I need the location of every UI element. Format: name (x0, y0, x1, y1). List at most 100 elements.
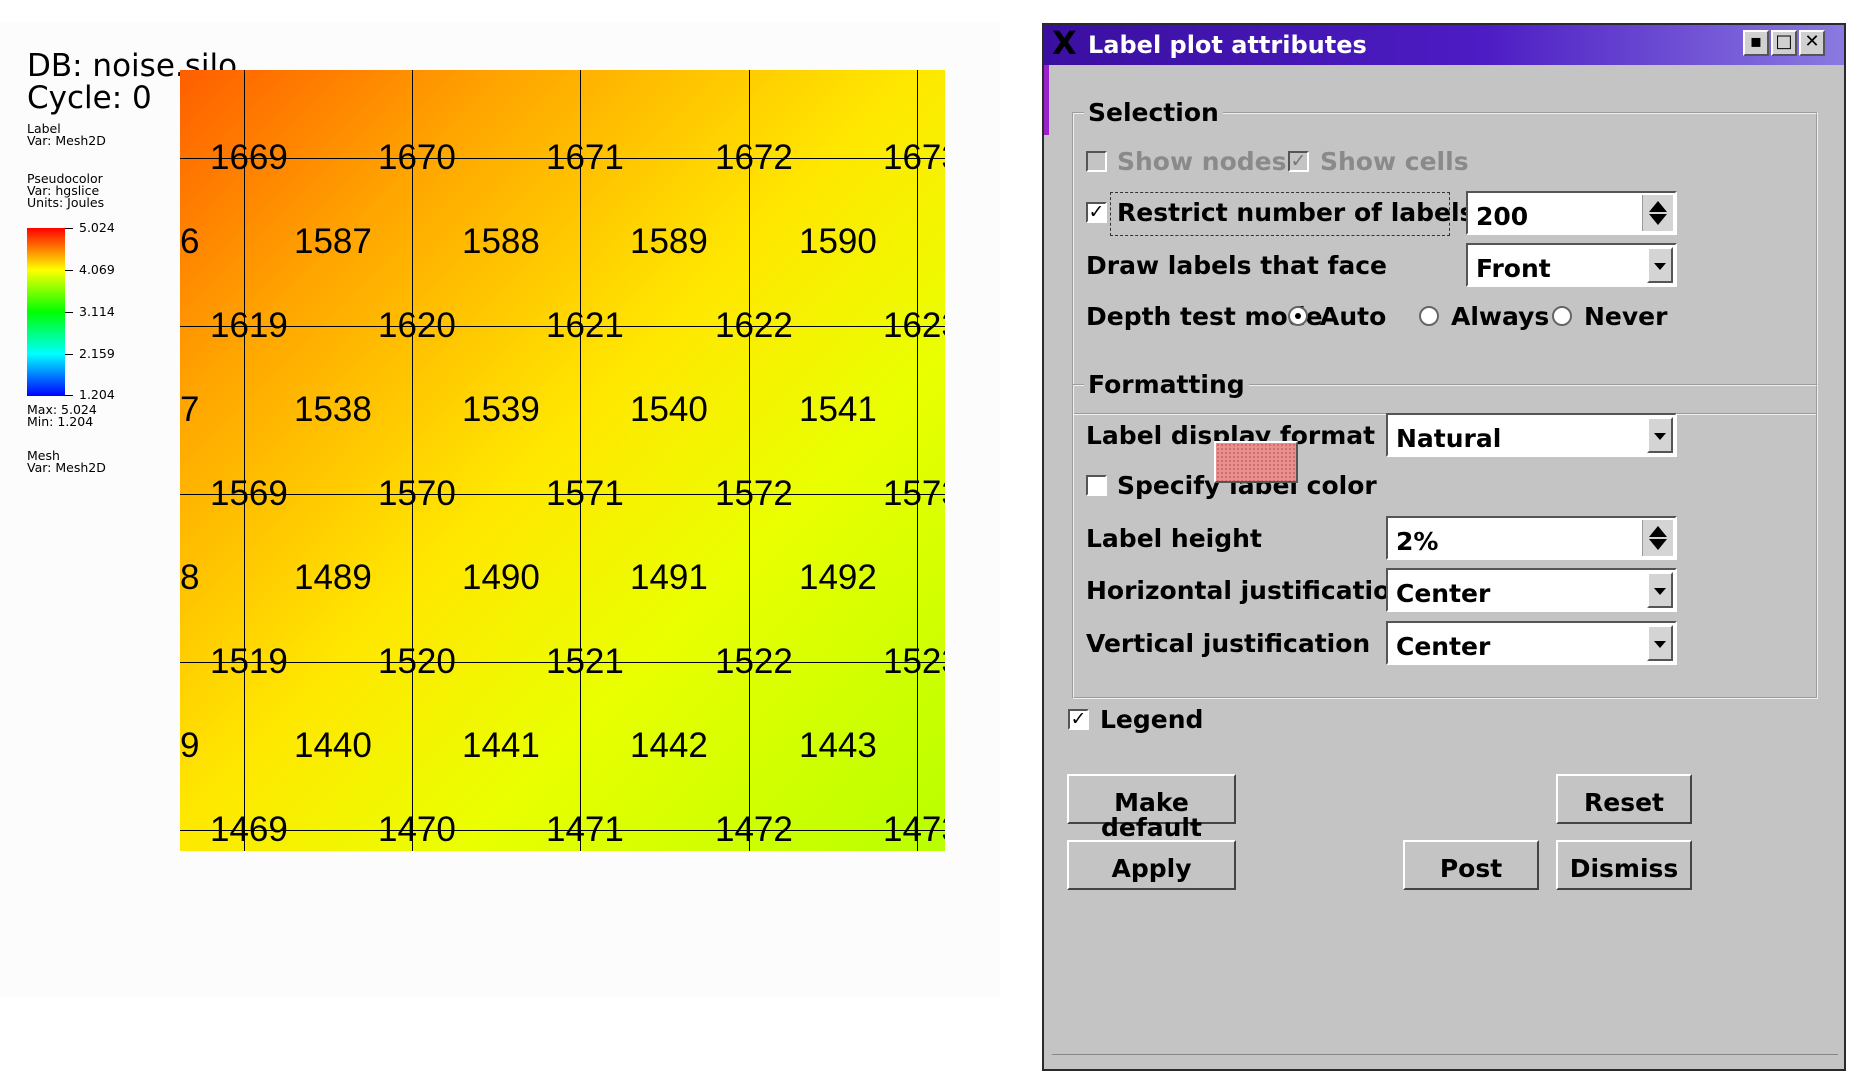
dialog-titlebar[interactable]: X Label plot attributes ▪ □ ✕ (1044, 25, 1844, 65)
node-label: 1670 (378, 138, 456, 177)
draw-labels-face-label: Draw labels that face (1086, 251, 1387, 280)
legend-tick (65, 228, 73, 229)
restrict-labels-spinbox[interactable]: 200 (1466, 191, 1677, 235)
label-height-value[interactable]: 2% (1396, 527, 1439, 556)
make-default-button[interactable]: Make default (1067, 774, 1236, 840)
label-height-spinbox[interactable]: 2% (1386, 516, 1677, 560)
legend-tick-label: 4.069 (79, 262, 115, 277)
spinbox-arrows[interactable] (1642, 195, 1673, 231)
depth-never-radio[interactable] (1552, 306, 1572, 326)
maximize-button[interactable]: □ (1771, 30, 1797, 56)
label-height-label: Label height (1086, 524, 1262, 553)
legend-tick-label: 3.114 (79, 304, 115, 319)
focus-indicator (1110, 192, 1450, 236)
node-label: 1572 (715, 474, 793, 513)
chevron-down-icon[interactable] (1647, 417, 1673, 453)
node-label: 1470 (378, 810, 456, 849)
node-label: 1571 (546, 474, 624, 513)
show-cells-label[interactable]: Show cells (1320, 147, 1469, 176)
legend-tick (65, 395, 73, 396)
label-color-swatch-button[interactable] (1214, 441, 1298, 483)
depth-never-label[interactable]: Never (1584, 302, 1668, 331)
draw-labels-face-value: Front (1476, 254, 1551, 283)
draw-labels-face-combo[interactable]: Front (1466, 243, 1677, 287)
spin-up-icon[interactable] (1649, 526, 1667, 537)
show-cells-checkbox[interactable]: ✓ (1288, 151, 1309, 172)
legend-checkbox[interactable]: ✓ (1068, 709, 1089, 730)
mesh-line (749, 70, 750, 851)
depth-auto-label[interactable]: Auto (1320, 302, 1387, 331)
node-label: 1621 (546, 306, 624, 345)
node-label: 1671 (546, 138, 624, 177)
mesh-line (412, 70, 413, 851)
spin-down-icon[interactable] (1649, 539, 1667, 550)
label-plot-attributes-dialog[interactable]: X Label plot attributes ▪ □ ✕ Selection … (1042, 23, 1846, 1071)
apply-label: Apply (1111, 854, 1192, 883)
horizontal-justification-value: Center (1396, 579, 1491, 608)
post-label: Post (1439, 854, 1503, 883)
cell-label: 1588 (462, 222, 540, 261)
cell-label: 9 (180, 726, 200, 765)
post-button[interactable]: Post (1403, 840, 1539, 890)
cell-label: 1490 (462, 558, 540, 597)
vertical-justification-value: Center (1396, 632, 1491, 661)
minimize-button[interactable]: ▪ (1743, 30, 1769, 56)
display-format-combo[interactable]: Natural (1386, 413, 1677, 457)
cell-label: 1492 (799, 558, 877, 597)
legend-max: Max: 5.024 (27, 402, 97, 417)
node-label: 1573 (883, 474, 945, 513)
show-nodes-checkbox[interactable] (1086, 151, 1107, 172)
apply-button[interactable]: Apply (1067, 840, 1236, 890)
cell-label: 1541 (799, 390, 877, 429)
legend-tick-label: 1.204 (79, 387, 115, 402)
node-label: 1623 (883, 306, 945, 345)
node-label: 1519 (210, 642, 288, 681)
restrict-labels-checkbox[interactable]: ✓ (1086, 202, 1107, 223)
node-label: 1521 (546, 642, 624, 681)
spin-down-icon[interactable] (1649, 214, 1667, 225)
color-legend-bar (27, 228, 65, 396)
chevron-down-icon[interactable] (1647, 247, 1673, 283)
depth-always-label[interactable]: Always (1451, 302, 1550, 331)
depth-always-radio[interactable] (1419, 306, 1439, 326)
chevron-down-icon[interactable] (1647, 572, 1673, 608)
cell-label: 6 (180, 222, 200, 261)
node-label: 1569 (210, 474, 288, 513)
depth-test-label: Depth test mode (1086, 302, 1323, 331)
close-button[interactable]: ✕ (1799, 30, 1825, 56)
node-label: 1620 (378, 306, 456, 345)
chevron-down-icon[interactable] (1647, 625, 1673, 661)
mesh-line (180, 830, 945, 831)
restrict-labels-value[interactable]: 200 (1476, 202, 1529, 231)
node-label: 1672 (715, 138, 793, 177)
cell-label: 1539 (462, 390, 540, 429)
mesh-legend-var: Var: Mesh2D (27, 460, 106, 475)
show-nodes-label[interactable]: Show nodes (1117, 147, 1287, 176)
horizontal-justification-combo[interactable]: Center (1386, 568, 1677, 612)
dismiss-label: Dismiss (1569, 854, 1679, 883)
reset-label: Reset (1584, 788, 1664, 817)
mesh-legend-title: Mesh (27, 448, 60, 463)
legend-tick (65, 270, 73, 271)
plot-area[interactable]: 1669 1670 1671 1672 1673 6 1587 1588 158… (180, 70, 945, 851)
legend-label[interactable]: Legend (1100, 705, 1204, 734)
vertical-justification-combo[interactable]: Center (1386, 621, 1677, 665)
legend-tick-label: 2.159 (79, 346, 115, 361)
visualization-window[interactable]: DB: noise.silo Cycle: 0 Label Var: Mesh2… (0, 22, 1000, 997)
spin-up-icon[interactable] (1649, 201, 1667, 212)
node-label: 1472 (715, 810, 793, 849)
reset-button[interactable]: Reset (1556, 774, 1692, 824)
restrict-labels-label[interactable]: Restrict number of labels to (1117, 198, 1513, 227)
dismiss-button[interactable]: Dismiss (1556, 840, 1692, 890)
mesh-line (180, 158, 945, 159)
cycle-annotation: Cycle: 0 (27, 80, 152, 116)
legend-tick (65, 354, 73, 355)
pseudocolor-legend-var: Var: hgslice (27, 183, 100, 198)
depth-auto-radio[interactable] (1288, 306, 1308, 326)
node-label: 1469 (210, 810, 288, 849)
spinbox-arrows[interactable] (1642, 520, 1673, 556)
mesh-line (180, 326, 945, 327)
x-window-icon[interactable]: X (1052, 24, 1077, 62)
pseudocolor-legend-units: Units: Joules (27, 195, 105, 210)
specify-color-checkbox[interactable] (1086, 475, 1107, 496)
